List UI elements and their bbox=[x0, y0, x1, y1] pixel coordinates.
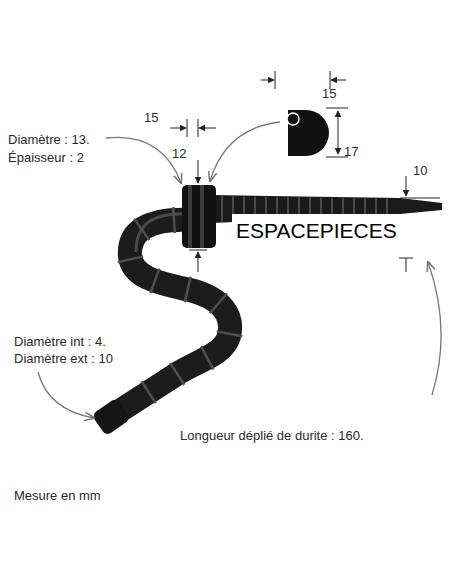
hose-rib bbox=[118, 256, 143, 262]
grommet-profile bbox=[288, 110, 329, 156]
spec-note: Diamètre ext : 10 bbox=[14, 351, 113, 367]
leader-arrow bbox=[428, 262, 441, 395]
watermark: ESPACEPIECES bbox=[232, 214, 401, 249]
spec-note: Épaisseur : 2 bbox=[8, 150, 84, 166]
dimension-arrow bbox=[338, 111, 339, 154]
dimension-arrow bbox=[198, 160, 199, 183]
dimension-arrow bbox=[198, 252, 199, 272]
dimension-arrow bbox=[261, 80, 274, 81]
dimension-tick bbox=[187, 119, 188, 137]
dimension-value: 17 bbox=[344, 144, 358, 160]
dimension-arrow bbox=[170, 128, 186, 129]
dimension-value: 12 bbox=[172, 146, 186, 162]
hose-rib bbox=[375, 198, 377, 214]
hose-end bbox=[91, 398, 130, 437]
hose-rib bbox=[150, 269, 159, 293]
dimension-value: 15 bbox=[144, 110, 158, 126]
leader-arrow bbox=[210, 122, 280, 181]
hose-rib bbox=[364, 198, 366, 215]
grommet bbox=[182, 185, 216, 248]
dimension-arrow bbox=[406, 176, 407, 196]
hose-rib bbox=[134, 219, 149, 240]
spec-note: Diamètre int : 4. bbox=[14, 334, 106, 350]
hose-rib bbox=[217, 331, 243, 336]
dimension-tick bbox=[198, 119, 199, 137]
dimension-tick bbox=[400, 198, 440, 199]
hose-rib bbox=[210, 294, 227, 314]
dimension-tick bbox=[326, 108, 348, 109]
hose-rib bbox=[386, 199, 388, 215]
leader-arrow bbox=[106, 137, 181, 183]
hose-rib bbox=[221, 196, 223, 221]
dimension-tick bbox=[406, 258, 407, 272]
dimension-tick bbox=[189, 250, 207, 251]
dimension-arrow bbox=[331, 80, 346, 81]
ribs bbox=[118, 207, 242, 403]
spec-note: Diamètre : 13. bbox=[8, 132, 90, 148]
leader-arrow bbox=[38, 372, 94, 418]
dimension-arrow bbox=[199, 128, 216, 129]
grommet-rib bbox=[200, 185, 204, 248]
unit-note: Mesure en mm bbox=[14, 488, 101, 504]
dimension-tick bbox=[275, 71, 276, 89]
dimension-value: 10 bbox=[413, 163, 427, 179]
hose-rib bbox=[201, 346, 213, 369]
hose-rib bbox=[185, 277, 191, 302]
hose-rib bbox=[173, 207, 175, 233]
hose-rib bbox=[170, 363, 184, 385]
hose-rib bbox=[142, 381, 156, 403]
spec-note: Longueur déplié de durite : 160. bbox=[180, 428, 364, 444]
profile-lip bbox=[287, 113, 299, 125]
dimension-value: 15 bbox=[322, 86, 336, 102]
grommet-rib bbox=[188, 185, 192, 248]
